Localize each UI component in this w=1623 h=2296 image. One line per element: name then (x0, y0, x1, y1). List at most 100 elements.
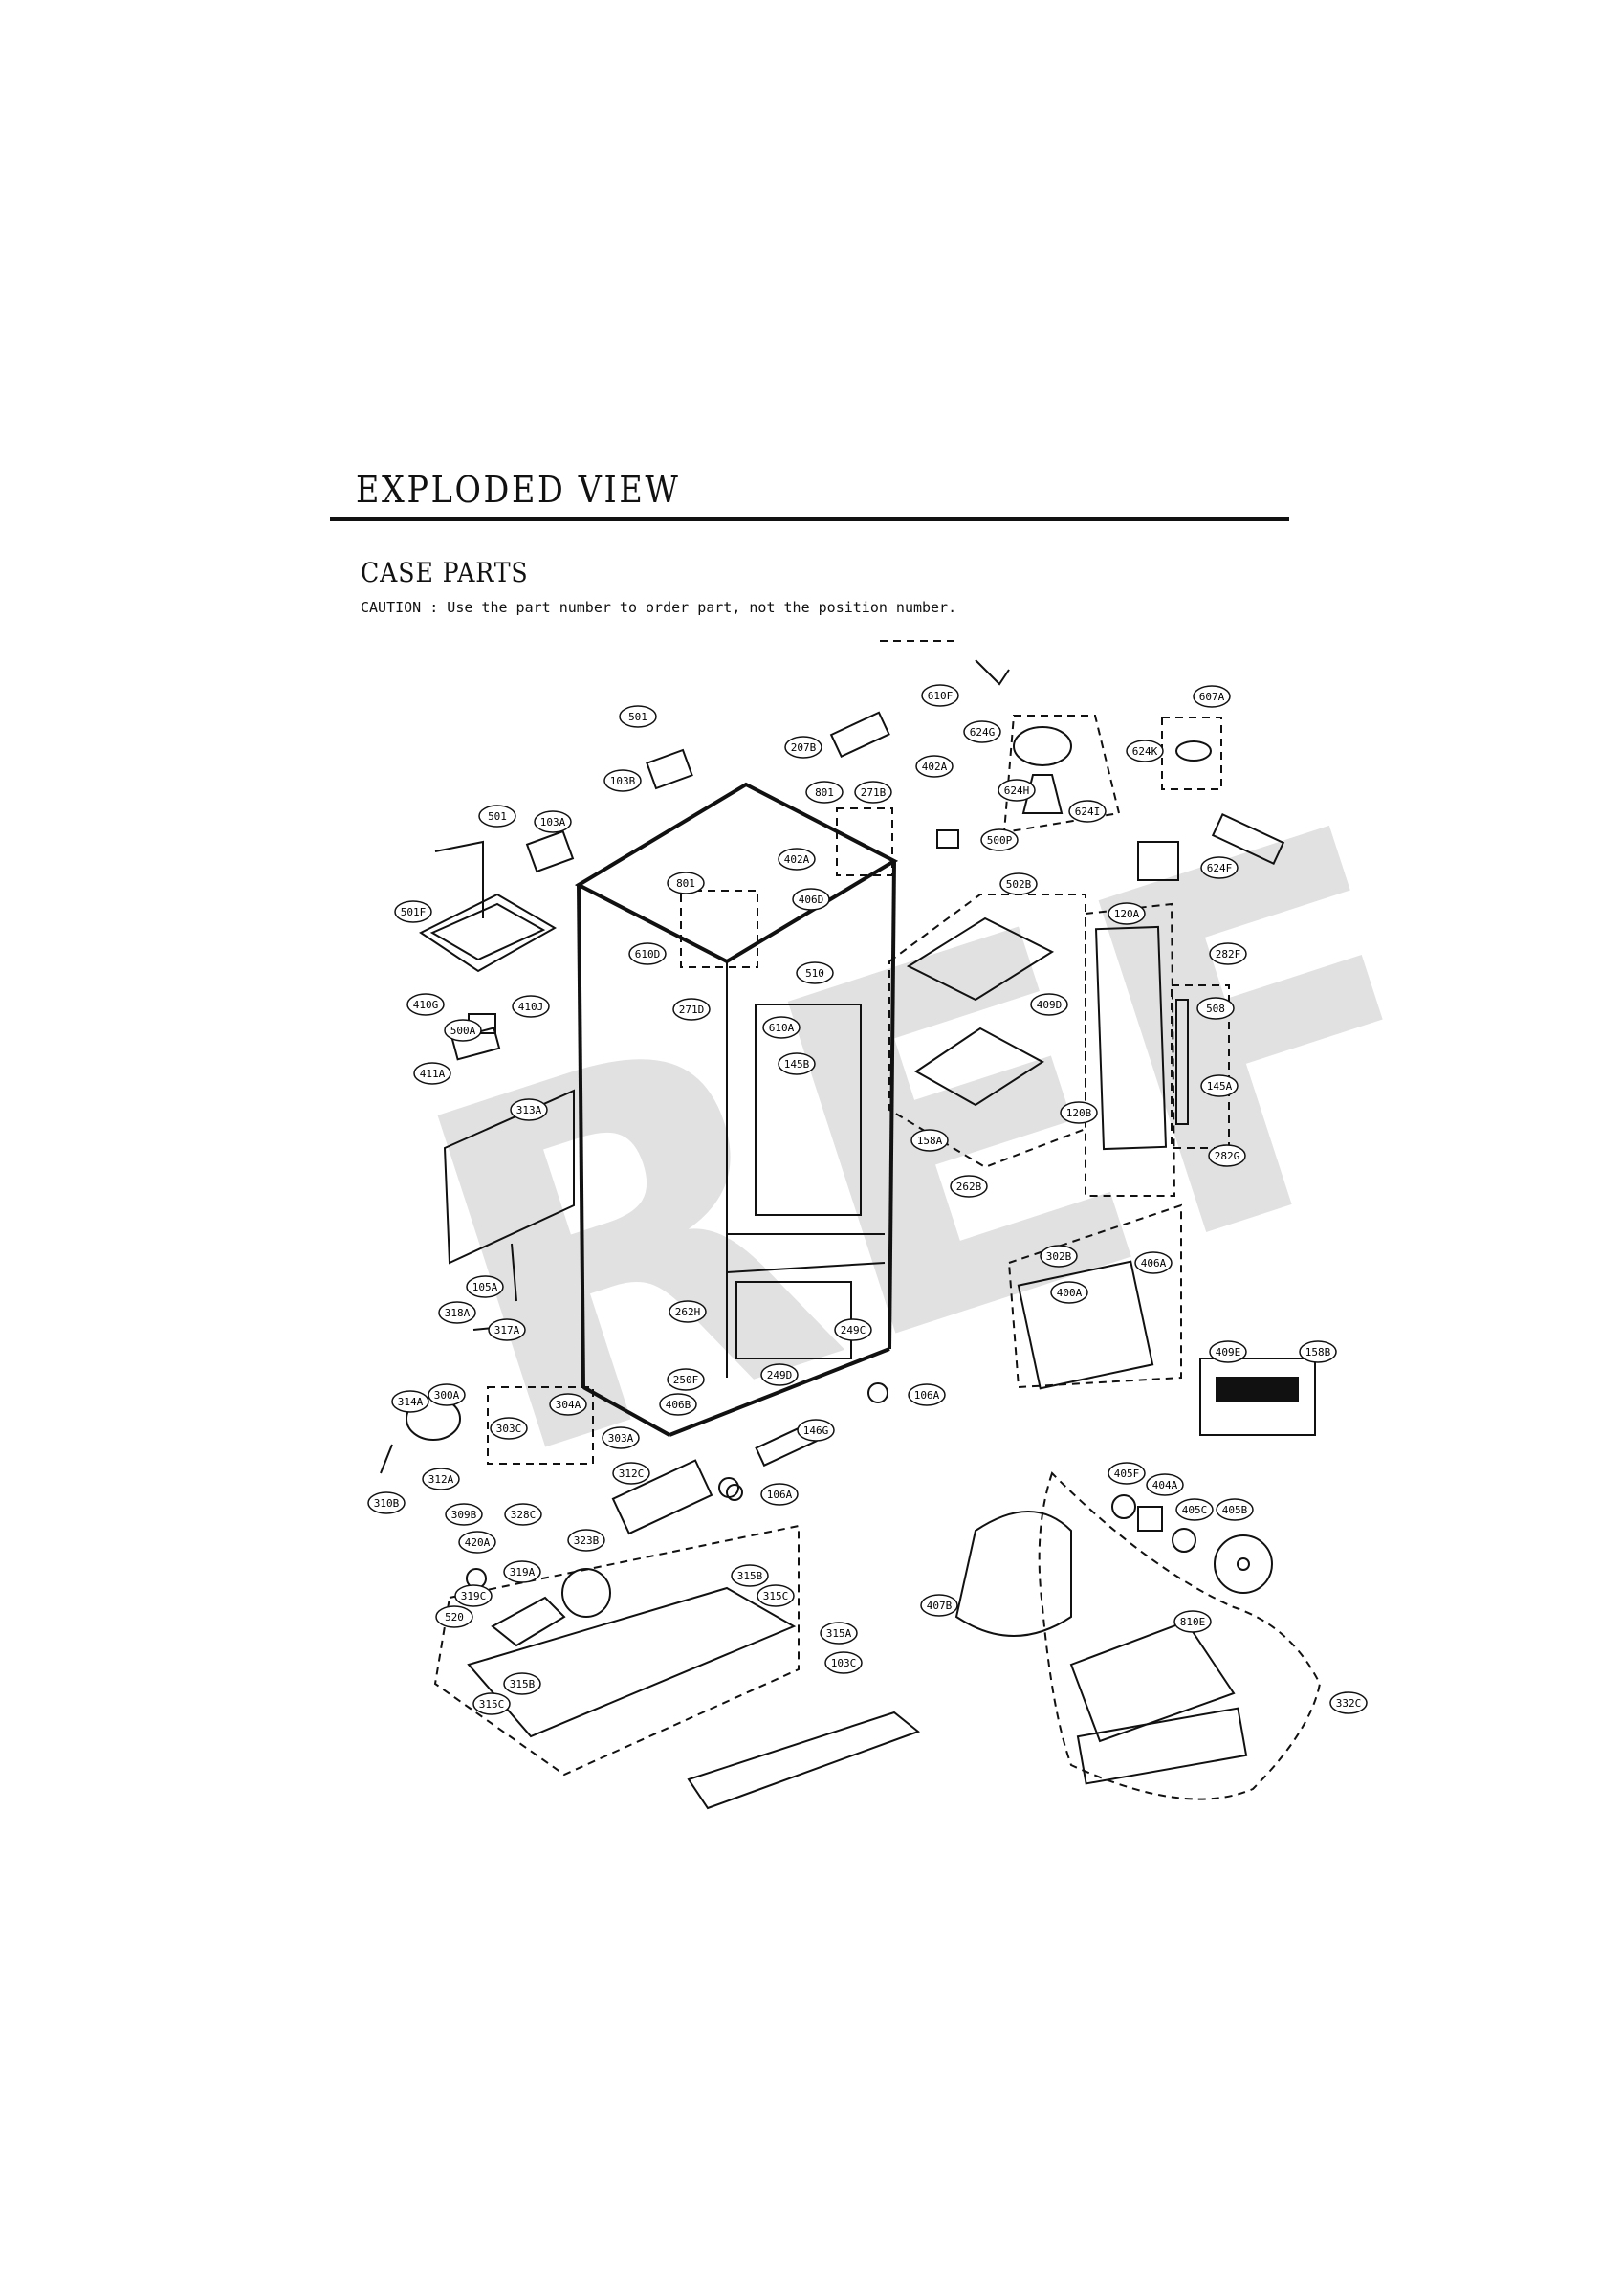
callout-250f: 250F (667, 1368, 705, 1391)
callout-610a: 610A (762, 1016, 801, 1039)
callout-label: 103B (610, 775, 636, 787)
callout-810e: 810E (1173, 1610, 1212, 1633)
cabinet (574, 782, 899, 1437)
callout-bubble (1126, 740, 1164, 762)
callout-282f: 282F (1209, 942, 1247, 965)
callout-bubble (672, 998, 711, 1021)
callout-label: 145B (784, 1058, 810, 1071)
callout-label: 302B (1046, 1250, 1072, 1263)
callout-label: 271B (861, 786, 887, 799)
callout-label: 502B (1006, 878, 1032, 891)
callout-500p: 500P (980, 828, 1019, 851)
callout-label: 262H (675, 1306, 701, 1318)
callout-501f: 501F (394, 900, 432, 923)
callout-label: 400A (1057, 1287, 1083, 1299)
callout-label: 314A (398, 1396, 424, 1408)
callout-bubble (1329, 1691, 1368, 1714)
callout-label: 411A (420, 1068, 446, 1080)
callout-bubble (534, 810, 572, 833)
callout-bubble (731, 1564, 769, 1587)
callout-bubble (1208, 1144, 1246, 1167)
callout-bubble (757, 1584, 795, 1607)
bin-assemblies (906, 916, 1316, 1436)
callout-label: 405C (1182, 1504, 1208, 1516)
callout-bubble (998, 779, 1036, 802)
callout-103b: 103B (603, 769, 642, 792)
callout-407b: 407B (920, 1594, 958, 1617)
callout-402a-1: 402A (915, 755, 954, 778)
callout-624g: 624G (963, 720, 1001, 743)
callout-label: 624I (1075, 806, 1101, 818)
callout-bubble (950, 1175, 988, 1198)
callout-label: 310B (374, 1497, 400, 1510)
callout-label: 282G (1215, 1150, 1240, 1162)
callout-label: 624K (1132, 745, 1158, 758)
callout-bubble (854, 781, 892, 804)
callout-328c: 328C (504, 1503, 542, 1526)
callout-610f: 610F (921, 684, 959, 707)
callout-332c: 332C (1329, 1691, 1368, 1714)
callout-label: 501F (401, 906, 427, 918)
callout-bubble (1060, 1101, 1098, 1124)
callout-bubble (1108, 1462, 1146, 1485)
callout-label: 500P (987, 834, 1013, 847)
callout-105a: 105A (466, 1275, 504, 1298)
callout-bubble (1209, 942, 1247, 965)
callout-label: 501 (488, 810, 507, 823)
callout-610d: 610D (628, 942, 667, 965)
callout-bubble (921, 684, 959, 707)
callout-bubble (490, 1417, 528, 1440)
callout-bubble (1146, 1473, 1184, 1496)
callout-bubble (762, 1016, 801, 1039)
callout-bubble (512, 995, 550, 1018)
callout-405c: 405C (1175, 1498, 1214, 1521)
callout-label: 207B (791, 741, 817, 754)
callout-bubble (367, 1491, 406, 1514)
callout-207b: 207B (784, 736, 822, 759)
callout-bubble (503, 1560, 541, 1583)
callout-319a: 319A (503, 1560, 541, 1583)
callout-label: 410J (518, 1001, 544, 1013)
callout-label: 801 (676, 877, 695, 890)
callout-label: 315C (479, 1698, 505, 1711)
callout-label: 312C (619, 1468, 645, 1480)
callout-406d: 406D (792, 888, 830, 911)
callout-label: 407B (927, 1600, 953, 1612)
callout-label: 610D (635, 948, 661, 960)
callout-label: 315B (510, 1678, 536, 1690)
callout-300a: 300A (428, 1383, 466, 1406)
callout-label: 250F (673, 1374, 699, 1386)
callout-313a: 313A (510, 1098, 548, 1121)
callout-label: 405F (1114, 1468, 1140, 1480)
callout-label: 158B (1305, 1346, 1331, 1358)
callout-label: 323B (574, 1534, 600, 1547)
callout-label: 303C (496, 1423, 522, 1435)
callout-label: 120B (1066, 1107, 1092, 1119)
callout-bubble (503, 1672, 541, 1695)
callout-bubble (910, 1129, 949, 1152)
callout-label: 510 (805, 967, 824, 980)
callout-label: 410G (413, 999, 439, 1011)
callout-label: 312A (428, 1473, 454, 1486)
callout-bubble (567, 1529, 605, 1552)
callout-label: 624H (1004, 784, 1030, 797)
callout-bubble (824, 1651, 863, 1674)
fan-assembly (954, 1494, 1273, 1785)
callout-bubble (1068, 800, 1107, 823)
callout-410g: 410G (406, 993, 445, 1016)
callout-label: 106A (767, 1489, 793, 1501)
callout-bubble (406, 993, 445, 1016)
machine-compartment (380, 1382, 921, 1810)
callout-bubble (805, 781, 844, 804)
callout-label: 405B (1222, 1504, 1248, 1516)
callout-label: 158A (917, 1135, 943, 1147)
callout-420a: 420A (458, 1531, 496, 1554)
callout-304a: 304A (549, 1393, 587, 1416)
callout-label: 420A (465, 1536, 491, 1549)
callout-508: 508 (1196, 997, 1235, 1020)
callout-label: 810E (1180, 1616, 1206, 1628)
callout-label: 313A (516, 1104, 542, 1116)
callout-501a: 501 (619, 705, 657, 728)
callout-label: 402A (922, 761, 948, 773)
callout-bubble (510, 1098, 548, 1121)
